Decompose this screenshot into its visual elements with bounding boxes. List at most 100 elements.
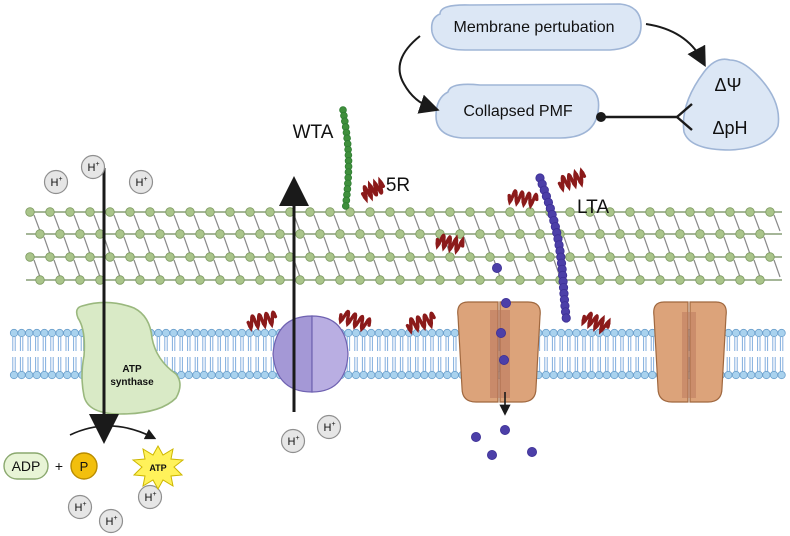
peptide-crosslink [253,214,261,232]
peptide-crosslink [673,259,681,278]
glycan-unit [415,275,425,285]
glycan-unit [705,207,715,217]
glycan-unit [325,252,335,262]
peptide-crosslink [383,236,391,255]
glycan-unit [445,207,455,217]
proton-ion [67,494,93,520]
lipid-head [412,370,421,380]
glycan-unit [405,207,415,217]
perturbation-to-gradient-arrow [645,23,706,68]
glycan-unit [575,229,585,239]
glycan-unit [255,229,265,239]
lipid-head [222,370,231,380]
lipid-head [633,328,642,338]
glycan-unit [75,229,85,239]
glycan-unit [435,275,445,285]
phosphate-circle [70,452,98,480]
lipid-head [625,370,634,380]
glycan-unit [235,229,245,239]
peptide-crosslink [733,214,741,232]
lipid-head [344,328,353,338]
lipid-head [47,370,57,380]
lipid-head [237,370,247,380]
proton-label: H [51,177,59,189]
proton-label: H [288,436,296,448]
glycan-unit [205,252,215,262]
lta-pore-left-half [457,301,499,403]
glycan-unit [715,275,725,285]
lipid-head [184,328,193,338]
peptide-crosslink [723,236,731,255]
peptide-crosslink [513,214,521,232]
lipid-head [579,328,589,338]
glycan-unit [215,229,225,239]
5r-peptide [338,307,372,333]
glycan-unit [265,252,275,262]
glycan-unit [685,207,695,217]
peptide-crosslink [303,236,311,255]
lipid-head [260,370,269,380]
glycan-unit [485,207,495,217]
peptide-crosslink [233,259,241,278]
glycan-unit [175,275,185,285]
proton-ion [316,414,342,440]
peptide-crosslink [203,236,211,255]
lta-pore [457,301,541,403]
peptide-crosslink [73,259,81,278]
glycan-unit [525,252,535,262]
lta-fragment [470,431,481,442]
lipid-head [648,370,657,380]
glycan-unit [505,252,515,262]
glycan-unit [515,275,525,285]
lipid-head [222,328,231,338]
glycan-unit [365,207,375,217]
lipid-head [754,328,763,338]
peptide-crosslink [693,259,701,278]
glycan-unit [165,207,175,217]
glycan-unit [85,207,95,217]
peptide-crosslink [463,236,471,255]
glycan-unit [25,207,35,217]
5r-peptide [581,309,611,335]
glycan-unit [385,252,395,262]
peptide-crosslink [743,236,751,255]
glycan-unit [275,229,285,239]
glycan-unit [615,275,625,285]
glycan-unit [485,252,495,262]
lipid-head [610,328,619,338]
peptide-crosslink [233,214,241,232]
lipid-head [602,370,611,380]
lipid-head [9,328,19,338]
glycan-unit [195,229,205,239]
released-lta-beads [470,262,538,460]
proton-charge: + [295,435,299,442]
atp-production-arrow [69,425,157,440]
glycan-unit [385,207,395,217]
atp-starburst [131,444,185,491]
inhibition-dot [596,112,606,122]
lipid-head [32,328,41,338]
lipid-head [154,328,163,338]
lta-pore-lumen [490,310,510,398]
peptide-crosslink [33,214,41,232]
peptide-crosslink [433,214,441,232]
peptide-crosslink [273,214,281,232]
lipid-head [207,328,216,338]
peptide-crosslink [703,236,711,255]
glycan-unit [405,252,415,262]
peptide-crosslink [593,214,601,232]
glycan-unit [755,229,765,239]
glycan-unit [565,252,575,262]
peptide-crosslink [93,259,101,278]
glycan-unit [305,207,315,217]
peptide-crosslink [693,214,701,232]
lta-fragment [500,297,511,308]
glycan-unit [495,275,505,285]
lipid-head [435,370,444,380]
lipid-head [557,370,566,380]
peptide-crosslink [493,214,501,232]
lipid-head [579,370,589,380]
lta-fragment [495,327,506,338]
peptide-crosslink [93,214,101,232]
lipid-head [640,328,649,338]
